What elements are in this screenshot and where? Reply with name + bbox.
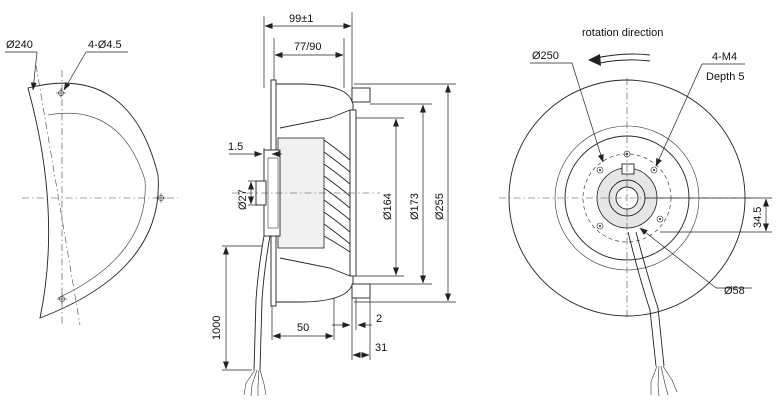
height-34-5-label: 34.5: [752, 207, 764, 228]
hub-diameter-label: Ø58: [724, 285, 745, 297]
cable-wires: [243, 369, 267, 397]
side-view: 99±1 77/90: [211, 12, 456, 397]
left-holes-label: 4-Ø4.5: [88, 39, 122, 51]
left-diagonal-centerline: [35, 64, 81, 326]
screw-hole-right: [650, 166, 658, 174]
inlet-lip-lower: [351, 283, 371, 299]
hub-circle-leader: [571, 62, 604, 163]
screws-leader: [655, 63, 703, 167]
inlet-ring-inner-edge: [47, 112, 146, 299]
front-cable-wires: [650, 365, 678, 397]
overall-width-label: 99±1: [289, 13, 313, 25]
cable: [253, 235, 265, 371]
screws-label: 4-M4: [712, 51, 737, 63]
mounting-hole-right: [156, 193, 166, 203]
screw-hole-top: [623, 150, 631, 158]
front-view: rotation direction: [499, 27, 772, 397]
housing-lower: [276, 274, 354, 303]
outer-diameter-label: Ø255: [434, 193, 446, 220]
housing-upper: [276, 83, 354, 113]
inlet-ring-view: Ø240 4-Ø4.5: [5, 39, 178, 326]
cable-length-label: 1000: [211, 316, 223, 340]
screw-hole-bottom-right: [656, 215, 664, 223]
hub-slot: [621, 163, 635, 175]
rotation-direction-label: rotation direction: [582, 27, 663, 39]
inlet-diameter-label: Ø164: [382, 193, 394, 220]
offset-31-label: 31: [375, 342, 387, 354]
outer-diameter-leader-diag: [30, 51, 38, 91]
offset-2-label: 2: [376, 313, 382, 325]
ring-diameter-label: Ø173: [409, 193, 421, 220]
mounting-hole-top: [56, 88, 66, 98]
hub-diameter-leader: [639, 227, 717, 289]
front-cable: [627, 231, 657, 367]
mounting-hole-bottom: [57, 294, 67, 304]
motor-cooling-fins: [323, 139, 351, 253]
impeller-cone-lower: [279, 257, 351, 277]
inlet-lip-upper: [351, 87, 371, 103]
screw-hole-bottom-left: [596, 222, 604, 230]
flange-thickness-label: 1.5: [228, 141, 243, 153]
hub-circle-label: Ø250: [532, 50, 559, 62]
rotation-arrow: [595, 53, 651, 59]
offset-50-label: 50: [297, 322, 309, 334]
screw-depth-label: Depth 5: [706, 71, 745, 83]
left-outer-diameter-label: Ø240: [6, 39, 33, 51]
impeller-cone-upper: [279, 109, 351, 129]
inner-width-label: 77/90: [294, 41, 322, 53]
screw-hole-left: [596, 166, 604, 174]
inlet-ring-outline: [27, 82, 159, 319]
shaft-diameter-label: Ø27: [237, 189, 249, 210]
holes-leader-diag: [63, 51, 87, 91]
